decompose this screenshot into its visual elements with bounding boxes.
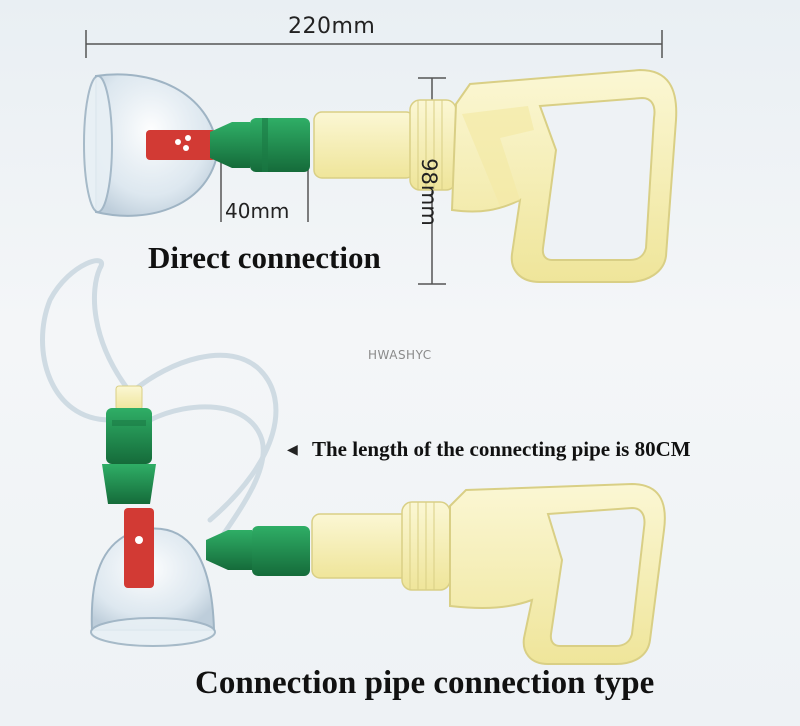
side-connector-bottom bbox=[206, 526, 310, 576]
green-connector-bottom bbox=[102, 385, 156, 504]
pipe-length-note: The length of the connecting pipe is 80C… bbox=[312, 437, 691, 461]
watermark-text: HWASHYC bbox=[368, 348, 432, 362]
dimension-width-label: 220mm bbox=[288, 14, 376, 39]
pump-handle-top bbox=[313, 68, 678, 283]
connecting-pipe bbox=[40, 258, 279, 551]
pump-handle-bottom bbox=[311, 482, 666, 665]
green-connector-top bbox=[210, 118, 310, 172]
pipe-connection-title: Connection pipe connection type bbox=[195, 665, 655, 701]
red-valve-top bbox=[146, 130, 216, 160]
red-valve-bottom bbox=[124, 508, 154, 588]
width-dimension-line bbox=[85, 30, 663, 58]
dimension-nozzle-label: 40mm bbox=[225, 199, 290, 223]
direct-connection-title: Direct connection bbox=[148, 240, 381, 275]
dimension-height-label: 98mm bbox=[417, 158, 441, 226]
pointer-arrow-icon: ◀ bbox=[287, 441, 298, 457]
